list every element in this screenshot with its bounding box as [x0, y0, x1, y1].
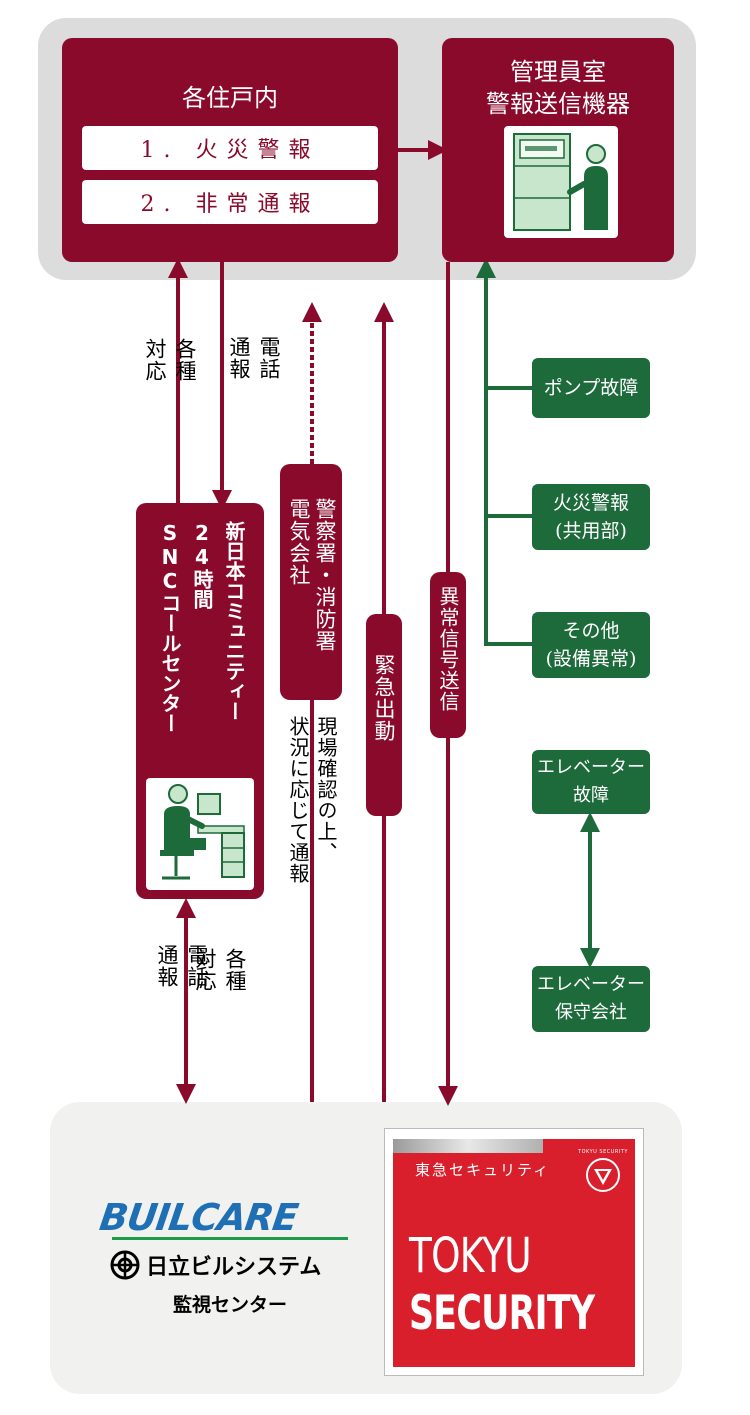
police-fire-box: 警察署・消防署電気会社 [280, 464, 342, 700]
confirm-label: 現場確認の上、状況に応じて通報 [286, 716, 338, 884]
buil-care-underline [112, 1237, 348, 1240]
phone-label-upper: 電話通報 [227, 336, 281, 380]
abnormal-signal-box: 異常信号送信 [430, 572, 466, 738]
tokyu-security-card: 東急セキュリティ TOKYU SECURITY TOKYU SECURITY [384, 1128, 644, 1376]
tokyu-en-line1: TOKYU [409, 1228, 532, 1284]
hitachi-company-row: 日立ビルシステム [110, 1246, 350, 1284]
elevator-fault-box: エレベーター 故障 [532, 750, 650, 814]
pump-fault-box: ポンプ故障 [532, 358, 650, 418]
emergency-dispatch-box: 緊急出動 [366, 614, 402, 816]
fire-alarm-common-box: 火災警報 (共用部) [532, 484, 650, 550]
emergency-call-label: 2. 非常通報 [82, 180, 378, 224]
hitachi-emblem-icon [110, 1250, 140, 1280]
dwelling-title: 各住戸内 [182, 84, 278, 112]
alarm-panel-person-icon [504, 126, 618, 238]
phone-label-lower: 電話通報 [155, 944, 209, 988]
tokyu-en-line2: SECURITY [409, 1286, 595, 1341]
tokyu-emblem-icon [586, 1158, 620, 1192]
tokyu-emblem-text: TOKYU SECURITY [578, 1149, 628, 1155]
manager-room-subtitle: 警報送信機器 [486, 90, 630, 118]
tokyu-jp-name: 東急セキュリティ [415, 1161, 551, 1179]
manager-room-title: 管理員室 [510, 58, 606, 86]
fire-alarm-label: 1. 火災警報 [82, 126, 378, 170]
emergency-dispatch-label: 緊急出動 [372, 654, 396, 742]
monitoring-center-label: 監視センター [172, 1294, 287, 1316]
buil-care-logo: BUILCARE [96, 1196, 301, 1239]
equipment-other-box: その他 (設備異常) [532, 612, 650, 678]
operator-desk-icon [146, 778, 254, 890]
tokyu-silver-band [393, 1139, 543, 1153]
response-label-upper: 各種対応 [143, 338, 197, 382]
tokyu-security-red: 東急セキュリティ TOKYU SECURITY TOKYU SECURITY [393, 1139, 635, 1367]
abnormal-signal-label: 異常信号送信 [436, 586, 460, 712]
police-fire-label: 警察署・消防署電気会社 [287, 498, 337, 652]
response-label-lower: 各種対応 [193, 948, 247, 992]
manager-room-box: 管理員室 警報送信機器 [442, 38, 674, 262]
elevator-maintenance-box: エレベーター 保守会社 [532, 966, 650, 1032]
hitachi-company-name: 日立ビルシステム [146, 1255, 322, 1280]
